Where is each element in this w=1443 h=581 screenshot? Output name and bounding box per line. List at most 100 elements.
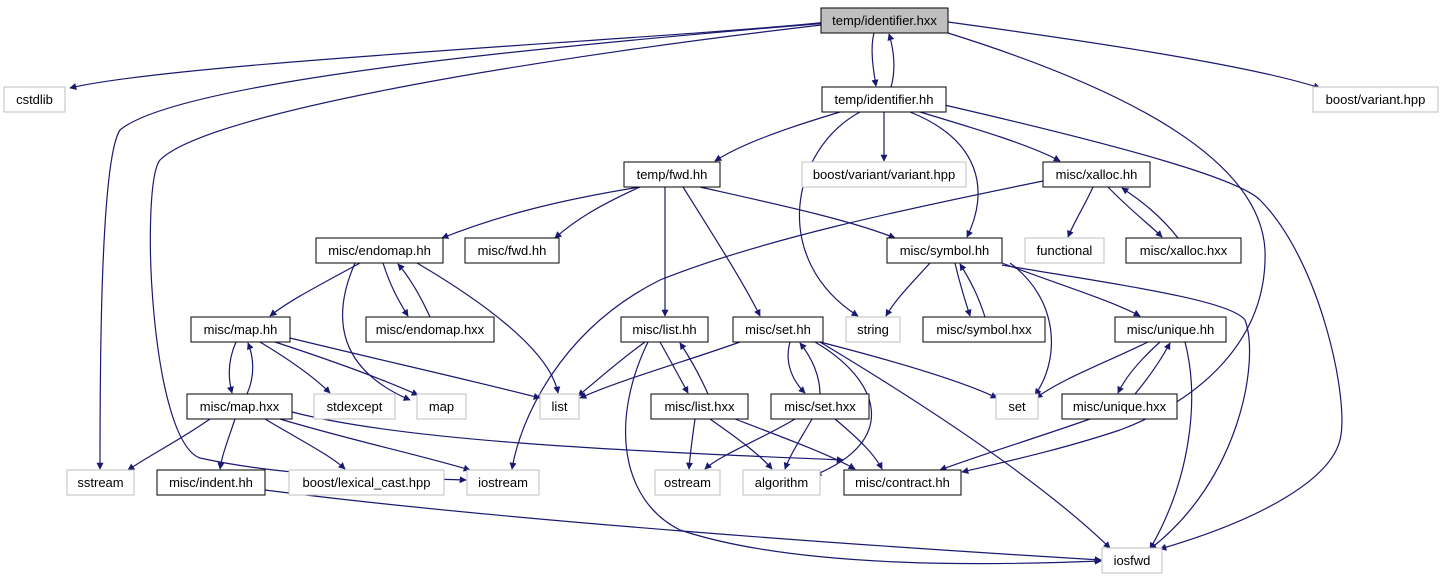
- node-label: string: [857, 322, 889, 337]
- node-misc-symbol-hh[interactable]: misc/symbol.hh: [886, 237, 1003, 264]
- node-label: temp/identifier.hh: [834, 92, 933, 107]
- node-label: stdexcept: [327, 399, 383, 414]
- node-misc-indent-hh[interactable]: misc/indent.hh: [156, 469, 266, 496]
- node-functional: functional: [1024, 237, 1105, 264]
- edge-temp-identifier-hxx-to-sstream: [96, 22, 829, 470]
- node-box: [1312, 86, 1439, 113]
- edge-misc-unique-hxx-to-misc-unique-hh: [1134, 342, 1171, 395]
- edge-misc-xalloc-hh-to-functional: [1067, 186, 1094, 238]
- edges-layer: [69, 21, 1343, 565]
- edge-temp-identifier-hh-to-misc-symbol-hh: [909, 111, 979, 238]
- node-label: set: [1008, 399, 1026, 414]
- node-box: [1114, 316, 1227, 343]
- node-misc-xalloc-hh[interactable]: misc/xalloc.hh: [1042, 161, 1151, 188]
- edge-misc-xalloc-hxx-to-misc-xalloc-hh: [1121, 187, 1179, 239]
- edge-temp-fwd-hh-to-misc-symbol-hh: [699, 186, 896, 239]
- node-box: [742, 469, 821, 496]
- node-misc-list-hh[interactable]: misc/list.hh: [620, 316, 709, 343]
- node-box: [1101, 547, 1163, 574]
- edge-misc-map-hh-to-list: [289, 337, 541, 400]
- edge-misc-indent-hh-to-iosfwd: [264, 489, 1102, 564]
- edge-misc-list-hh-to-list: [577, 341, 646, 397]
- edge-temp-identifier-hxx-to-boost-variant-hpp: [947, 21, 1321, 90]
- node-set: set: [995, 393, 1039, 420]
- node-iosfwd: iosfwd: [1101, 547, 1163, 574]
- node-label: map: [429, 399, 454, 414]
- node-label: misc/map.hh: [204, 322, 278, 337]
- edge-misc-symbol-hh-to-misc-symbol-hxx: [954, 262, 972, 317]
- node-boost-variant-variant-hpp: boost/variant/variant.hpp: [801, 161, 967, 188]
- node-label: misc/map.hxx: [200, 399, 280, 414]
- edge-misc-unique-hh-to-misc-unique-hxx: [1117, 341, 1161, 394]
- node-label: ostream: [664, 475, 711, 490]
- node-ostream: ostream: [654, 469, 721, 496]
- node-misc-endomap-hxx[interactable]: misc/endomap.hxx: [365, 316, 495, 343]
- node-box: [3, 86, 66, 113]
- node-label: boost/variant.hpp: [1326, 92, 1426, 107]
- edge-misc-map-hh-to-map: [274, 341, 419, 396]
- node-box: [1125, 237, 1242, 264]
- edge-temp-fwd-hh-to-misc-set-hh: [682, 186, 761, 317]
- node-box: [466, 469, 540, 496]
- node-box: [654, 469, 721, 496]
- edge-misc-map-hxx-to-sstream: [127, 418, 211, 471]
- edge-misc-endomap-hh-to-misc-map-hh: [269, 262, 361, 317]
- node-misc-list-hxx[interactable]: misc/list.hxx: [650, 393, 749, 420]
- node-box: [1042, 161, 1151, 188]
- edge-misc-unique-hh-to-set: [1035, 341, 1149, 399]
- node-misc-map-hxx[interactable]: misc/map.hxx: [186, 393, 293, 420]
- edge-misc-endomap-hxx-to-misc-endomap-hh: [397, 263, 431, 318]
- node-temp-identifier-hh[interactable]: temp/identifier.hh: [821, 86, 947, 113]
- node-box: [620, 316, 709, 343]
- edge-misc-endomap-hh-to-map: [342, 262, 411, 401]
- edge-misc-map-hxx-to-misc-indent-hh: [217, 418, 236, 470]
- edge-misc-symbol-hh-to-misc-unique-hh: [1001, 262, 1141, 317]
- node-map: map: [416, 393, 467, 420]
- node-box: [801, 161, 967, 188]
- node-box: [416, 393, 467, 420]
- node-misc-unique-hxx[interactable]: misc/unique.hxx: [1061, 393, 1178, 420]
- edge-temp-identifier-hxx-to-misc-contract-hh: [947, 32, 1266, 474]
- node-misc-endomap-hh[interactable]: misc/endomap.hh: [315, 237, 444, 264]
- node-box: [820, 7, 949, 34]
- node-label: misc/xalloc.hh: [1056, 167, 1138, 182]
- node-label: misc/list.hh: [632, 322, 696, 337]
- node-misc-symbol-hxx[interactable]: misc/symbol.hxx: [922, 316, 1046, 343]
- edge-misc-set-hxx-to-misc-set-hh: [799, 342, 821, 395]
- node-misc-unique-hh[interactable]: misc/unique.hh: [1114, 316, 1227, 343]
- edge-misc-set-hh-to-misc-set-hxx: [787, 341, 806, 394]
- node-label: misc/endomap.hxx: [376, 322, 485, 337]
- node-box: [66, 469, 135, 496]
- node-misc-fwd-hh[interactable]: misc/fwd.hh: [464, 237, 560, 264]
- node-label: misc/fwd.hh: [478, 243, 547, 258]
- edge-temp-identifier-hxx-to-temp-identifier-hh: [871, 32, 879, 87]
- node-box: [886, 237, 1003, 264]
- node-boost-lexical-cast-hpp: boost/lexical_cast.hpp: [288, 469, 445, 496]
- node-box: [288, 469, 445, 496]
- edge-misc-map-hxx-to-boost-lexical-cast-hpp: [264, 418, 346, 470]
- node-label: misc/symbol.hh: [900, 243, 990, 258]
- edge-temp-identifier-hh-to-temp-fwd-hh: [714, 111, 841, 162]
- node-algorithm: algorithm: [742, 469, 821, 496]
- node-misc-contract-hh[interactable]: misc/contract.hh: [843, 469, 962, 496]
- node-misc-map-hh[interactable]: misc/map.hh: [190, 316, 291, 343]
- node-label: misc/set.hh: [745, 322, 811, 337]
- edge-misc-xalloc-hh-to-misc-xalloc-hxx: [1107, 186, 1163, 238]
- node-label: temp/fwd.hh: [637, 167, 708, 182]
- node-misc-set-hxx[interactable]: misc/set.hxx: [770, 393, 870, 420]
- edge-temp-fwd-hh-to-misc-endomap-hh: [441, 186, 641, 239]
- edge-misc-endomap-hh-to-list: [416, 262, 561, 394]
- node-label: iosfwd: [1114, 553, 1151, 568]
- node-cstdlib: cstdlib: [3, 86, 66, 113]
- node-box: [732, 316, 824, 343]
- node-misc-xalloc-hxx[interactable]: misc/xalloc.hxx: [1125, 237, 1242, 264]
- node-temp-identifier-hxx[interactable]: temp/identifier.hxx: [820, 7, 949, 34]
- node-label: iostream: [478, 475, 528, 490]
- node-misc-set-hh[interactable]: misc/set.hh: [732, 316, 824, 343]
- node-label: list: [552, 399, 568, 414]
- node-box: [1024, 237, 1105, 264]
- edge-misc-symbol-hh-to-string: [885, 262, 931, 317]
- edge-misc-map-hh-to-misc-map-hxx: [226, 341, 237, 394]
- edge-temp-identifier-hh-to-string: [798, 111, 861, 317]
- node-temp-fwd-hh[interactable]: temp/fwd.hh: [623, 161, 721, 188]
